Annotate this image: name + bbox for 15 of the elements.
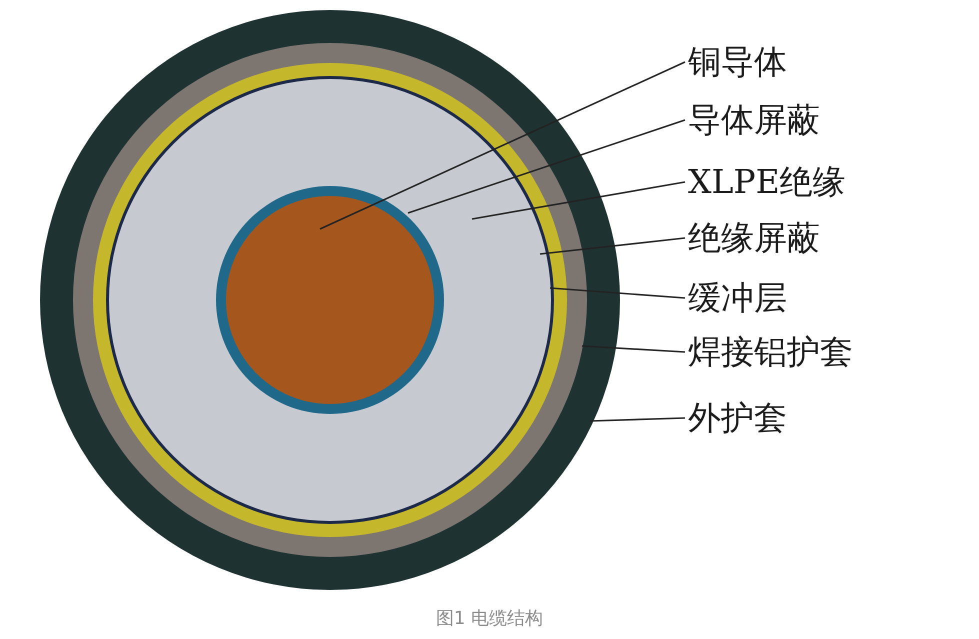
part-label: 导体屏蔽	[688, 100, 820, 140]
leader-line	[408, 119, 686, 214]
leader-line	[550, 287, 686, 299]
part-label: 铜导体	[688, 42, 787, 82]
leader-line	[320, 61, 686, 230]
part-label: 外护套	[688, 398, 787, 438]
part-label: XLPE绝缘	[688, 162, 846, 202]
part-label: 缓冲层	[688, 278, 787, 318]
part-label: 绝缘屏蔽	[688, 218, 820, 258]
part-label: 焊接铝护套	[688, 332, 853, 372]
leader-line	[540, 237, 686, 255]
leader-line	[472, 181, 686, 220]
figure-caption: 图1 电缆结构	[434, 607, 544, 630]
leader-line	[590, 417, 686, 422]
leader-line	[582, 345, 686, 353]
